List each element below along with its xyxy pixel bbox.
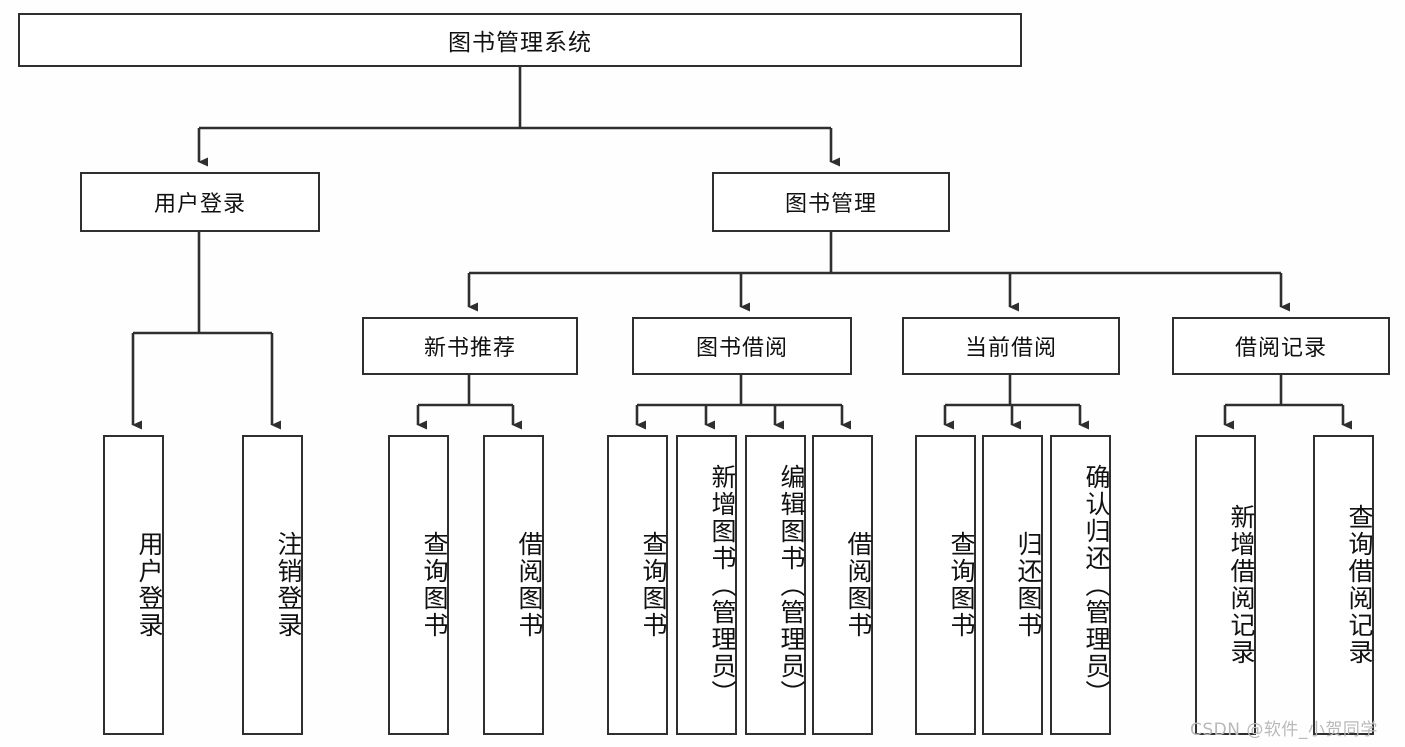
node-label: 查询借阅记录 [1345, 504, 1374, 666]
node-book-management[interactable]: 图书管理 [712, 172, 950, 232]
node-label: 图书借阅 [695, 336, 788, 361]
leaf-user-login-logout[interactable]: 注销登录 [242, 435, 303, 735]
node-label: 查询图书 [639, 531, 668, 639]
node-book-borrow[interactable]: 图书借阅 [632, 317, 852, 375]
leaf-current-query-book[interactable]: 查询图书 [915, 435, 976, 735]
node-new-book-recommend[interactable]: 新书推荐 [362, 317, 578, 375]
leaf-current-return-book[interactable]: 归还图书 [982, 435, 1043, 735]
node-label: 新书推荐 [423, 336, 516, 361]
watermark: CSDN @软件_小贺同学 [1190, 720, 1378, 740]
node-label: 编辑图书（管理员） [777, 463, 806, 707]
node-label: 用户登录 [135, 531, 164, 639]
leaf-borrow-add-book[interactable]: 新增图书（管理员） [676, 435, 737, 735]
node-label: 借阅记录 [1234, 336, 1327, 361]
leaf-borrow-borrow-book[interactable]: 借阅图书 [812, 435, 873, 735]
node-label: 确认归还（管理员） [1082, 463, 1111, 707]
node-label: 查询图书 [947, 531, 976, 639]
node-label: 借阅图书 [844, 531, 873, 639]
node-user-login[interactable]: 用户登录 [80, 172, 320, 232]
leaf-new-book-borrow[interactable]: 借阅图书 [483, 435, 544, 735]
node-label: 新增借阅记录 [1227, 504, 1256, 666]
node-label: 注销登录 [274, 531, 303, 639]
leaf-borrow-query-book[interactable]: 查询图书 [607, 435, 668, 735]
node-label: 新增图书（管理员） [708, 463, 737, 707]
node-root[interactable]: 图书管理系统 [18, 13, 1022, 67]
node-label: 查询图书 [420, 531, 449, 639]
node-borrow-records[interactable]: 借阅记录 [1172, 317, 1390, 375]
leaf-records-add-record[interactable]: 新增借阅记录 [1195, 435, 1256, 735]
leaf-user-login-login[interactable]: 用户登录 [103, 435, 164, 735]
leaf-borrow-edit-book[interactable]: 编辑图书（管理员） [745, 435, 806, 735]
node-label: 图书管理系统 [448, 30, 592, 56]
node-label: 当前借阅 [964, 336, 1057, 361]
node-label: 借阅图书 [515, 531, 544, 639]
leaf-new-book-query[interactable]: 查询图书 [388, 435, 449, 735]
leaf-current-confirm-return[interactable]: 确认归还（管理员） [1050, 435, 1111, 735]
node-label: 归还图书 [1014, 531, 1043, 639]
leaf-records-query-record[interactable]: 查询借阅记录 [1313, 435, 1374, 735]
node-label: 用户登录 [153, 192, 246, 217]
node-label: 图书管理 [784, 192, 877, 217]
node-current-borrow[interactable]: 当前借阅 [902, 317, 1120, 375]
